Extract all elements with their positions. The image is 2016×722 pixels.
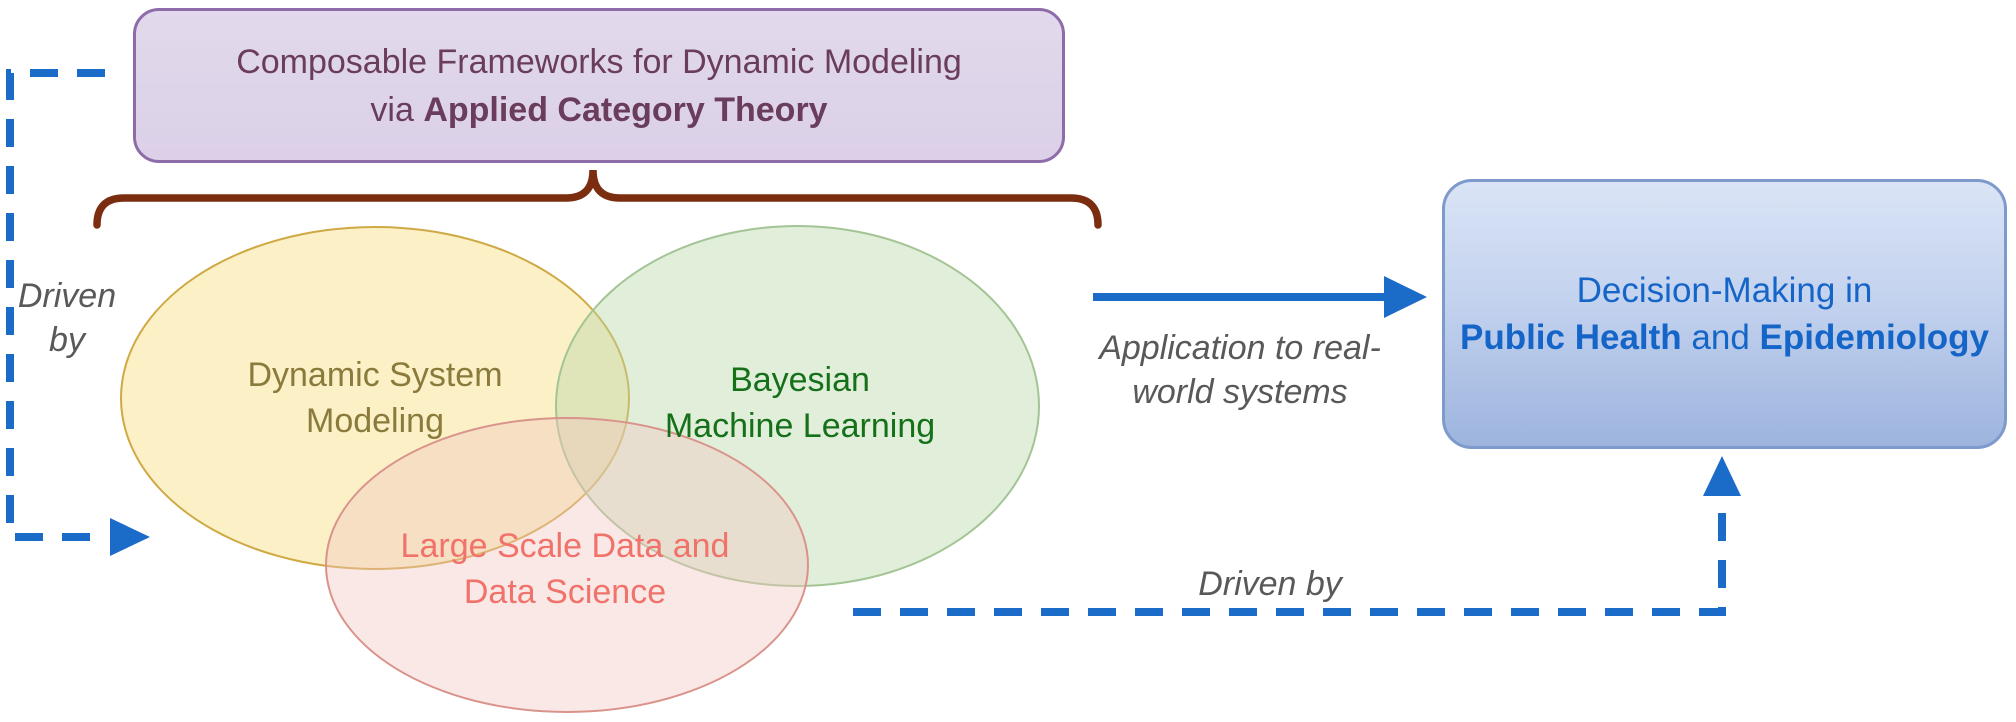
application-label: Application to real- world systems bbox=[1040, 326, 1440, 414]
top-box-line2-prefix: via bbox=[370, 90, 424, 129]
dynamic-system-modeling-label: Dynamic System Modeling bbox=[155, 352, 595, 444]
outcome-line2-bold2: Epidemiology bbox=[1759, 318, 1990, 357]
outcome-line2-mid: and bbox=[1681, 318, 1760, 357]
dynamic-label-line2: Modeling bbox=[306, 402, 444, 440]
bayesian-label-line2: Machine Learning bbox=[664, 407, 936, 445]
dynamic-label-line1: Dynamic System bbox=[247, 356, 503, 394]
application-arrow-icon bbox=[1093, 276, 1427, 318]
driven-by-left-line1: Driven bbox=[17, 277, 117, 315]
outcome-line1: Decision-Making in bbox=[1576, 271, 1873, 310]
application-line1: Application to real- bbox=[1099, 329, 1381, 367]
bayesian-machine-learning-label: Bayesian Machine Learning bbox=[580, 357, 1020, 449]
driven-by-bottom-label: Driven by bbox=[1198, 565, 1342, 603]
top-box-line2-bold: Applied Category Theory bbox=[423, 90, 828, 129]
data-label-line2: Data Science bbox=[463, 573, 667, 611]
bayesian-label-line1: Bayesian bbox=[730, 361, 870, 399]
large-scale-data-label: Large Scale Data and Data Science bbox=[335, 523, 795, 615]
outcome-line2-bold1: Public Health bbox=[1459, 318, 1682, 357]
data-label-line1: Large Scale Data and bbox=[400, 527, 730, 565]
top-box-line2: via Applied Category Theory bbox=[370, 86, 827, 134]
outcome-line2: Public Health and Epidemiology bbox=[1460, 314, 1989, 361]
driven-by-left-line2: by bbox=[49, 321, 85, 359]
decision-making-box: Decision-Making in Public Health and Epi… bbox=[1442, 179, 2007, 449]
application-line2: world systems bbox=[1132, 373, 1348, 411]
top-box-line1: Composable Frameworks for Dynamic Modeli… bbox=[236, 42, 962, 81]
large-scale-data-ellipse bbox=[325, 417, 809, 713]
brace-icon bbox=[93, 169, 1102, 229]
driven-by-left-label: Driven by bbox=[7, 274, 127, 362]
composable-frameworks-box: Composable Frameworks for Dynamic Modeli… bbox=[133, 8, 1065, 163]
